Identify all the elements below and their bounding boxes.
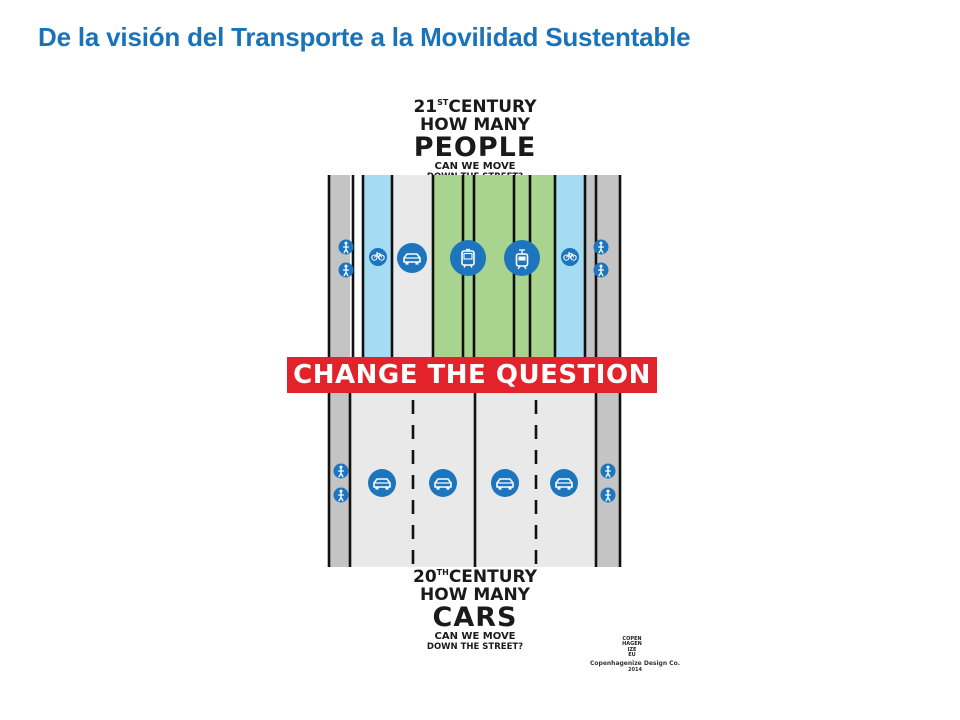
bottom-century-word: CENTURY: [448, 567, 537, 587]
poster: 21STCENTURY HOW MANY PEOPLE CAN WE MOVE …: [280, 95, 680, 675]
car-icon: [429, 469, 457, 497]
car-icon: [397, 243, 427, 273]
car-icon: [550, 469, 578, 497]
banner-text: CHANGE THE QUESTION: [293, 360, 651, 390]
top-century-word: CENTURY: [448, 97, 537, 117]
credit-text: Copenhagenize Design Co. 2014: [580, 660, 690, 673]
change-question-banner: CHANGE THE QUESTION: [287, 357, 657, 393]
pedestrian-icon: [338, 239, 354, 278]
top-how-many: HOW MANY: [420, 115, 530, 135]
bicycle-icon: [561, 248, 579, 266]
top-line-can: CAN WE MOVE: [434, 161, 516, 172]
bottom-line-down: DOWN THE STREET?: [426, 642, 524, 652]
bus-icon: [450, 240, 486, 276]
street-diagram: [327, 175, 622, 567]
bottom-century-number: 20: [412, 567, 437, 587]
bottom-century-suffix: TH: [436, 568, 449, 577]
top-century-suffix: ST: [437, 98, 449, 107]
bottom-how-many: HOW MANY: [420, 585, 530, 605]
credit-company: Copenhagenize Design Co.: [590, 660, 680, 667]
slide-title: De la visión del Transporte a la Movilid…: [38, 22, 691, 52]
copenhagenize-logo: COPEN HAGEN IZE EU: [622, 636, 642, 658]
credit-year: 2014: [628, 667, 642, 673]
pedestrian-icon: [600, 463, 616, 503]
car-icon: [491, 469, 519, 497]
pedestrian-icon: [333, 463, 349, 503]
top-subject: PEOPLE: [413, 132, 537, 163]
car-icon: [368, 469, 396, 497]
bottom-heading: 20THCENTURY HOW MANY CARS CAN WE MOVE DO…: [280, 569, 670, 652]
top-century-number: 21: [413, 97, 438, 117]
bottom-subject: CARS: [432, 602, 518, 633]
bottom-line-can: CAN WE MOVE: [434, 631, 516, 642]
tram-icon: [504, 240, 540, 276]
pedestrian-icon: [593, 239, 609, 278]
bicycle-icon: [369, 248, 387, 266]
